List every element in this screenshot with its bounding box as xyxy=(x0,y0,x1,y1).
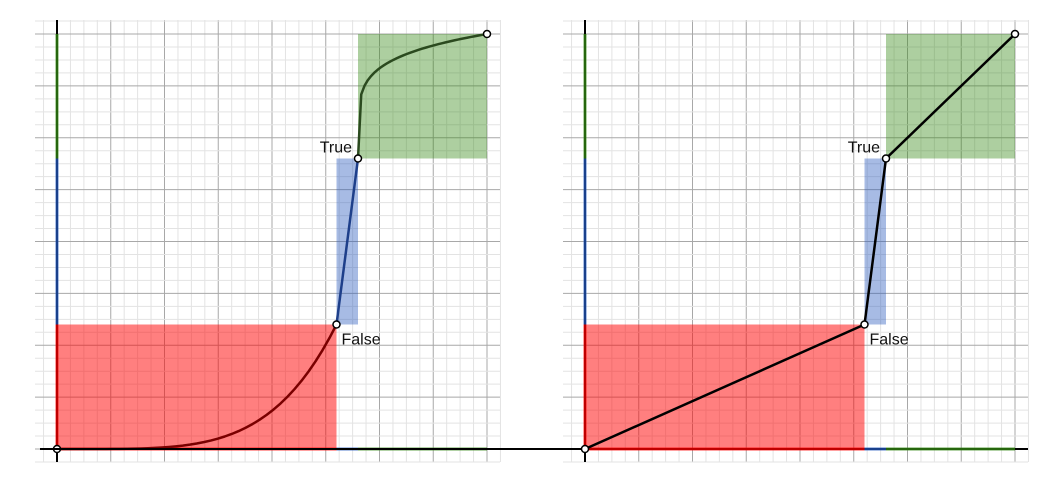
control-point-3 xyxy=(1010,29,1020,39)
line-segment-2 xyxy=(884,32,1017,160)
false-label: False xyxy=(870,332,909,349)
true-label: True xyxy=(320,140,352,157)
true-label: True xyxy=(848,140,880,157)
curve-segment-1 xyxy=(335,158,360,325)
panel-curved: False True xyxy=(35,20,501,463)
control-point-3 xyxy=(482,29,492,39)
false-label: False xyxy=(342,332,381,349)
control-point-1 xyxy=(332,320,341,329)
line-segment-1 xyxy=(863,157,888,326)
grid xyxy=(563,20,1029,463)
segment-regions xyxy=(57,34,487,449)
control-point-1 xyxy=(860,320,869,329)
line-segment-0 xyxy=(583,323,866,451)
control-point-0 xyxy=(580,444,590,454)
segment-region-2 xyxy=(358,34,487,159)
control-point-2 xyxy=(881,154,891,163)
curve-segment-2 xyxy=(356,32,488,159)
panel-linear: False True xyxy=(40,20,1029,463)
segment-region-0 xyxy=(57,324,337,449)
control-point-2 xyxy=(353,154,363,163)
